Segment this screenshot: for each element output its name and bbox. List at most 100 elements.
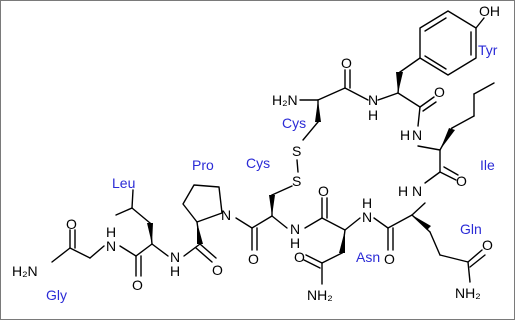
bond (397, 92, 421, 108)
wedge-bond (315, 100, 321, 122)
oxygen-label: O (248, 251, 259, 267)
bond (235, 217, 253, 229)
residue-label-tyr: Tyr (478, 42, 498, 58)
atom-labels: OH H₂N O N H O H N O H N O NH₂ O N H O N… (12, 3, 500, 303)
bond (411, 202, 426, 216)
bond (296, 159, 299, 173)
wedge-bond (269, 195, 275, 216)
amide-label: H (400, 127, 410, 143)
bond (469, 254, 486, 268)
bond (303, 259, 321, 269)
residue-label-ile: Ile (480, 157, 495, 173)
bond (443, 166, 459, 176)
bond (417, 145, 441, 151)
bond (302, 121, 319, 141)
residue-label-leu: Leu (112, 175, 135, 191)
bond (377, 92, 399, 101)
wedge-bond (339, 230, 345, 253)
bond (317, 87, 346, 101)
bond (89, 245, 105, 259)
hydrogen-label: H (362, 195, 372, 211)
bond (419, 96, 435, 108)
sulfur-label: S (292, 143, 301, 159)
bond (271, 185, 293, 196)
pro-ring (182, 184, 223, 223)
bond (183, 243, 201, 257)
amide-label: H (398, 183, 408, 199)
bond (51, 247, 71, 263)
bond (304, 217, 323, 229)
tyr-benzene-ring (419, 10, 477, 76)
bond (321, 252, 343, 264)
bond (417, 106, 421, 127)
residue-label-pro: Pro (192, 157, 214, 173)
bond (429, 231, 441, 256)
oxygen-label: O (132, 277, 143, 293)
bond (467, 261, 471, 283)
bond (399, 57, 421, 73)
bond (271, 215, 288, 229)
hydrogen-label: H (368, 107, 378, 123)
residue-label-gln: Gln (460, 221, 482, 237)
bond (439, 171, 457, 181)
wedge-bond (396, 72, 403, 93)
oxygen-label: O (341, 55, 352, 71)
bond (344, 87, 369, 101)
bond (344, 217, 361, 231)
bond (422, 101, 437, 112)
bond (131, 189, 134, 209)
sulfur-label: S (292, 173, 301, 189)
nitrogen-label: N (290, 221, 300, 237)
wedge-bond (197, 222, 203, 244)
nitrogen-label: N (412, 183, 422, 199)
bond (135, 243, 153, 257)
amide-label: N (170, 249, 180, 265)
nitrogen-label: N (362, 209, 372, 225)
oxygen-label: O (294, 249, 305, 265)
oxygen-label: O (434, 84, 445, 100)
bond (387, 214, 413, 229)
hydroxyl-label: OH (479, 3, 500, 19)
oxygen-label: O (482, 237, 493, 253)
amine-label-top: H₂N (272, 92, 298, 108)
amine-label-asn: NH₂ (307, 287, 333, 303)
bond (115, 207, 133, 216)
bond (424, 171, 441, 184)
hydrogen-label: H (290, 235, 300, 251)
bond (451, 115, 475, 129)
bond (195, 247, 213, 263)
nitrogen-label: N (106, 238, 116, 254)
bond (475, 17, 485, 29)
residue-label-gly: Gly (46, 287, 67, 303)
residue-label-asn: Asn (356, 249, 380, 265)
wedge-bond (412, 215, 431, 230)
bond (467, 249, 483, 263)
amine-label-left: H₂N (12, 263, 38, 279)
wedge-bond (440, 128, 455, 150)
bond (251, 215, 273, 229)
oxygen-label: O (212, 262, 223, 278)
hydrogen-label: H (170, 263, 180, 279)
bond (424, 17, 447, 32)
bond (473, 82, 495, 95)
nitrogen-label: N (221, 207, 231, 223)
nitrogen-label: N (412, 127, 422, 143)
bond (305, 254, 323, 264)
bond (69, 247, 91, 259)
bond (199, 243, 217, 259)
oxygen-label: O (318, 183, 329, 199)
bond (439, 254, 469, 263)
bond (424, 55, 447, 70)
wedge-bond (147, 223, 153, 244)
nitrogen-label: N (368, 92, 378, 108)
residue-labels: Tyr Cys Ile Pro Cys Leu Gln Asn Gly (46, 42, 498, 303)
bond (131, 207, 151, 224)
bond (151, 243, 169, 257)
stereo-wedges (147, 72, 455, 253)
bond-network (51, 10, 495, 285)
bond (119, 245, 137, 257)
residue-label-cys-2: Cys (246, 155, 270, 171)
oxygen-label: O (384, 251, 395, 267)
